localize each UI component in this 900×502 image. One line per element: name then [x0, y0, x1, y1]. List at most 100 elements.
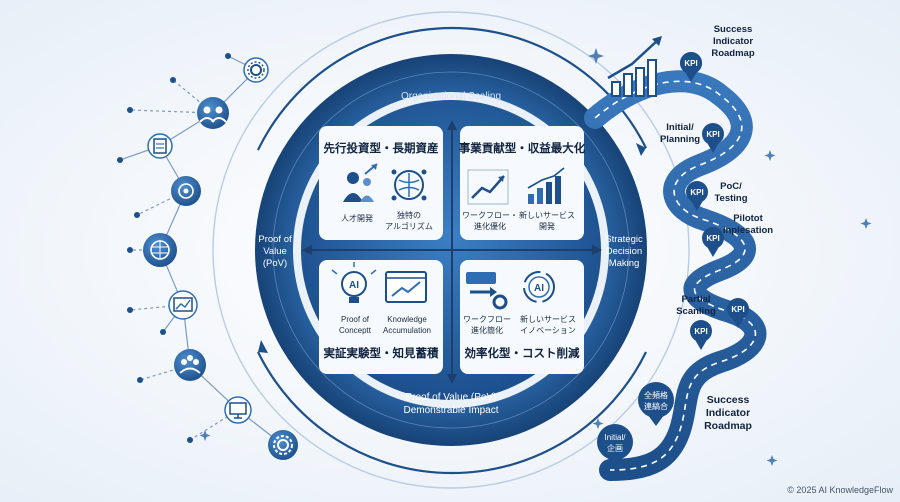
svg-text:AI: AI — [534, 283, 544, 294]
svg-text:人才開発: 人才開発 — [341, 213, 373, 223]
svg-text:PoC/: PoC/ — [720, 181, 742, 192]
network-node-gear-bottom — [268, 430, 298, 460]
roadmap-top-title: Success Indicator Roadmap — [711, 24, 754, 59]
roadmap-stage-4: Partial Scanling — [676, 294, 716, 317]
quadrant-tl-items: 人才開発 独特の アルゴリズム — [341, 210, 433, 231]
svg-text:連縞合: 連縞合 — [644, 401, 668, 411]
svg-text:Success: Success — [707, 394, 750, 406]
roadmap-pin-full: 全頻格 連縞合 — [638, 382, 674, 426]
svg-text:Inplesation: Inplesation — [723, 225, 773, 236]
svg-text:Scanling: Scanling — [676, 306, 716, 317]
kpi-pin-top: KPI — [680, 52, 703, 82]
ai-cycle-icon: AI — [523, 271, 555, 303]
svg-text:Indicator: Indicator — [713, 36, 753, 47]
svg-text:Pilotot: Pilotot — [733, 213, 763, 224]
bar-chart-icon — [527, 167, 565, 204]
svg-text:イノベーション: イノベーション — [520, 326, 576, 335]
orbit-bottom-label-2: Demonstrable Impact — [403, 405, 498, 416]
growth-bars-icon — [607, 36, 662, 97]
svg-text:KPI: KPI — [694, 327, 707, 336]
network-node-monitor — [224, 396, 252, 424]
svg-text:独特の: 独特の — [397, 210, 421, 220]
right-axis-label: Strategic Decision Making — [605, 234, 643, 269]
quadrant-br-items: ワークフロー 進化簡化 新しいサービス イノベーション — [463, 314, 576, 335]
workflow-gear-icon — [466, 272, 508, 310]
svg-text:Indicator: Indicator — [706, 407, 750, 419]
orbit-top-label: Organizational Scaling — [401, 91, 501, 102]
svg-text:Planning: Planning — [660, 134, 700, 145]
quadrant-tl-title: 先行投資型・長期資産 — [324, 141, 439, 155]
roadmap-stage-1: Initial/ Planning — [660, 122, 700, 145]
svg-text:KPI: KPI — [731, 305, 744, 314]
svg-text:新しいサービス: 新しいサービス — [519, 210, 575, 220]
svg-text:Accumulation: Accumulation — [383, 326, 431, 335]
svg-text:Initial/: Initial/ — [605, 433, 627, 442]
svg-text:Partial: Partial — [681, 294, 710, 305]
quadrant-bl-title: 実証実験型・知見蓄積 — [324, 346, 439, 360]
roadmap-bottom-title: Success Indicator Roadmap — [704, 394, 752, 432]
network-node-gear — [243, 57, 269, 83]
svg-text:Strategic: Strategic — [605, 234, 643, 245]
orbit-arc-top — [257, 26, 647, 151]
people-growth-icon — [343, 163, 378, 202]
kpi-pin-2: KPI — [686, 181, 708, 211]
svg-text:Initial/: Initial/ — [666, 122, 694, 133]
svg-text:KPI: KPI — [706, 130, 719, 139]
svg-text:Conceptt: Conceptt — [339, 326, 372, 335]
svg-text:Value: Value — [263, 246, 287, 257]
footer-credit: © 2025 AI KnowledgeFlow — [787, 485, 893, 495]
svg-text:Testing: Testing — [714, 193, 747, 204]
svg-text:Roadmap: Roadmap — [704, 420, 752, 432]
svg-text:Proof of: Proof of — [258, 234, 292, 245]
network-dots — [117, 53, 231, 443]
svg-text:KPI: KPI — [684, 59, 697, 68]
ai-lightbulb-icon: AI — [331, 262, 377, 303]
outer-orbit — [212, 11, 690, 489]
quadrant-card-tr — [460, 126, 584, 240]
quadrant-tr-title: 事業貢献型・収益最大化 — [459, 141, 586, 155]
svg-text:ワークフロー・: ワークフロー・ — [462, 211, 518, 220]
network-node-chart — [168, 290, 198, 320]
svg-text:KPI: KPI — [706, 234, 719, 243]
orbit-arc-bottom — [257, 351, 647, 475]
svg-text:Success: Success — [714, 24, 753, 35]
orbit-arrow-bottom — [258, 340, 268, 353]
quadrant-br-title: 効率化型・コスト削減 — [465, 346, 580, 360]
left-axis-label: Proof of Value (PoV) — [258, 234, 292, 269]
kpi-pin-3: KPI — [702, 227, 724, 257]
svg-text:Roadmap: Roadmap — [711, 48, 754, 59]
quadrant-tr-items: ワークフロー・ 進化優化 新しいサービス 開発 — [462, 210, 575, 231]
road-center-line — [594, 80, 757, 471]
network-node-checklist — [147, 133, 173, 159]
kpi-pin-4: KPI — [727, 298, 749, 328]
network-node-people — [197, 97, 229, 129]
network-node-team — [174, 349, 206, 381]
quadrant-card-tl — [319, 126, 443, 240]
svg-text:進化簡化: 進化簡化 — [471, 325, 503, 335]
svg-text:AI: AI — [349, 280, 359, 291]
svg-text:Making: Making — [609, 258, 640, 269]
network-node-brain — [143, 233, 177, 267]
quadrant-bl-items: Proof of Conceptt Knowledge Accumulation — [339, 315, 431, 335]
brain-network-icon — [391, 169, 427, 201]
line-chart-icon — [467, 169, 509, 205]
sparkle-decorations — [199, 48, 872, 466]
kpi-pin-1: KPI — [702, 123, 724, 153]
svg-text:Knowledge: Knowledge — [387, 315, 427, 324]
kpi-pin-5: KPI — [690, 320, 712, 350]
monitor-growth-icon — [385, 271, 427, 303]
orbit-arrow-top — [636, 143, 646, 156]
svg-text:Proof of: Proof of — [341, 315, 370, 324]
svg-text:ワークフロー: ワークフロー — [463, 315, 511, 324]
network-node-target — [171, 176, 201, 206]
orbit-bottom-label-1: Proof of Value (PoV) — [406, 392, 497, 403]
svg-text:新しいサービス: 新しいサービス — [520, 314, 576, 324]
svg-text:(PoV): (PoV) — [263, 258, 287, 269]
roadmap-stage-2: PoC/ Testing — [714, 181, 747, 204]
svg-text:KPI: KPI — [690, 188, 703, 197]
svg-text:Decision: Decision — [606, 246, 642, 257]
svg-text:全頻格: 全頻格 — [644, 390, 668, 400]
svg-text:企画: 企画 — [607, 443, 623, 453]
